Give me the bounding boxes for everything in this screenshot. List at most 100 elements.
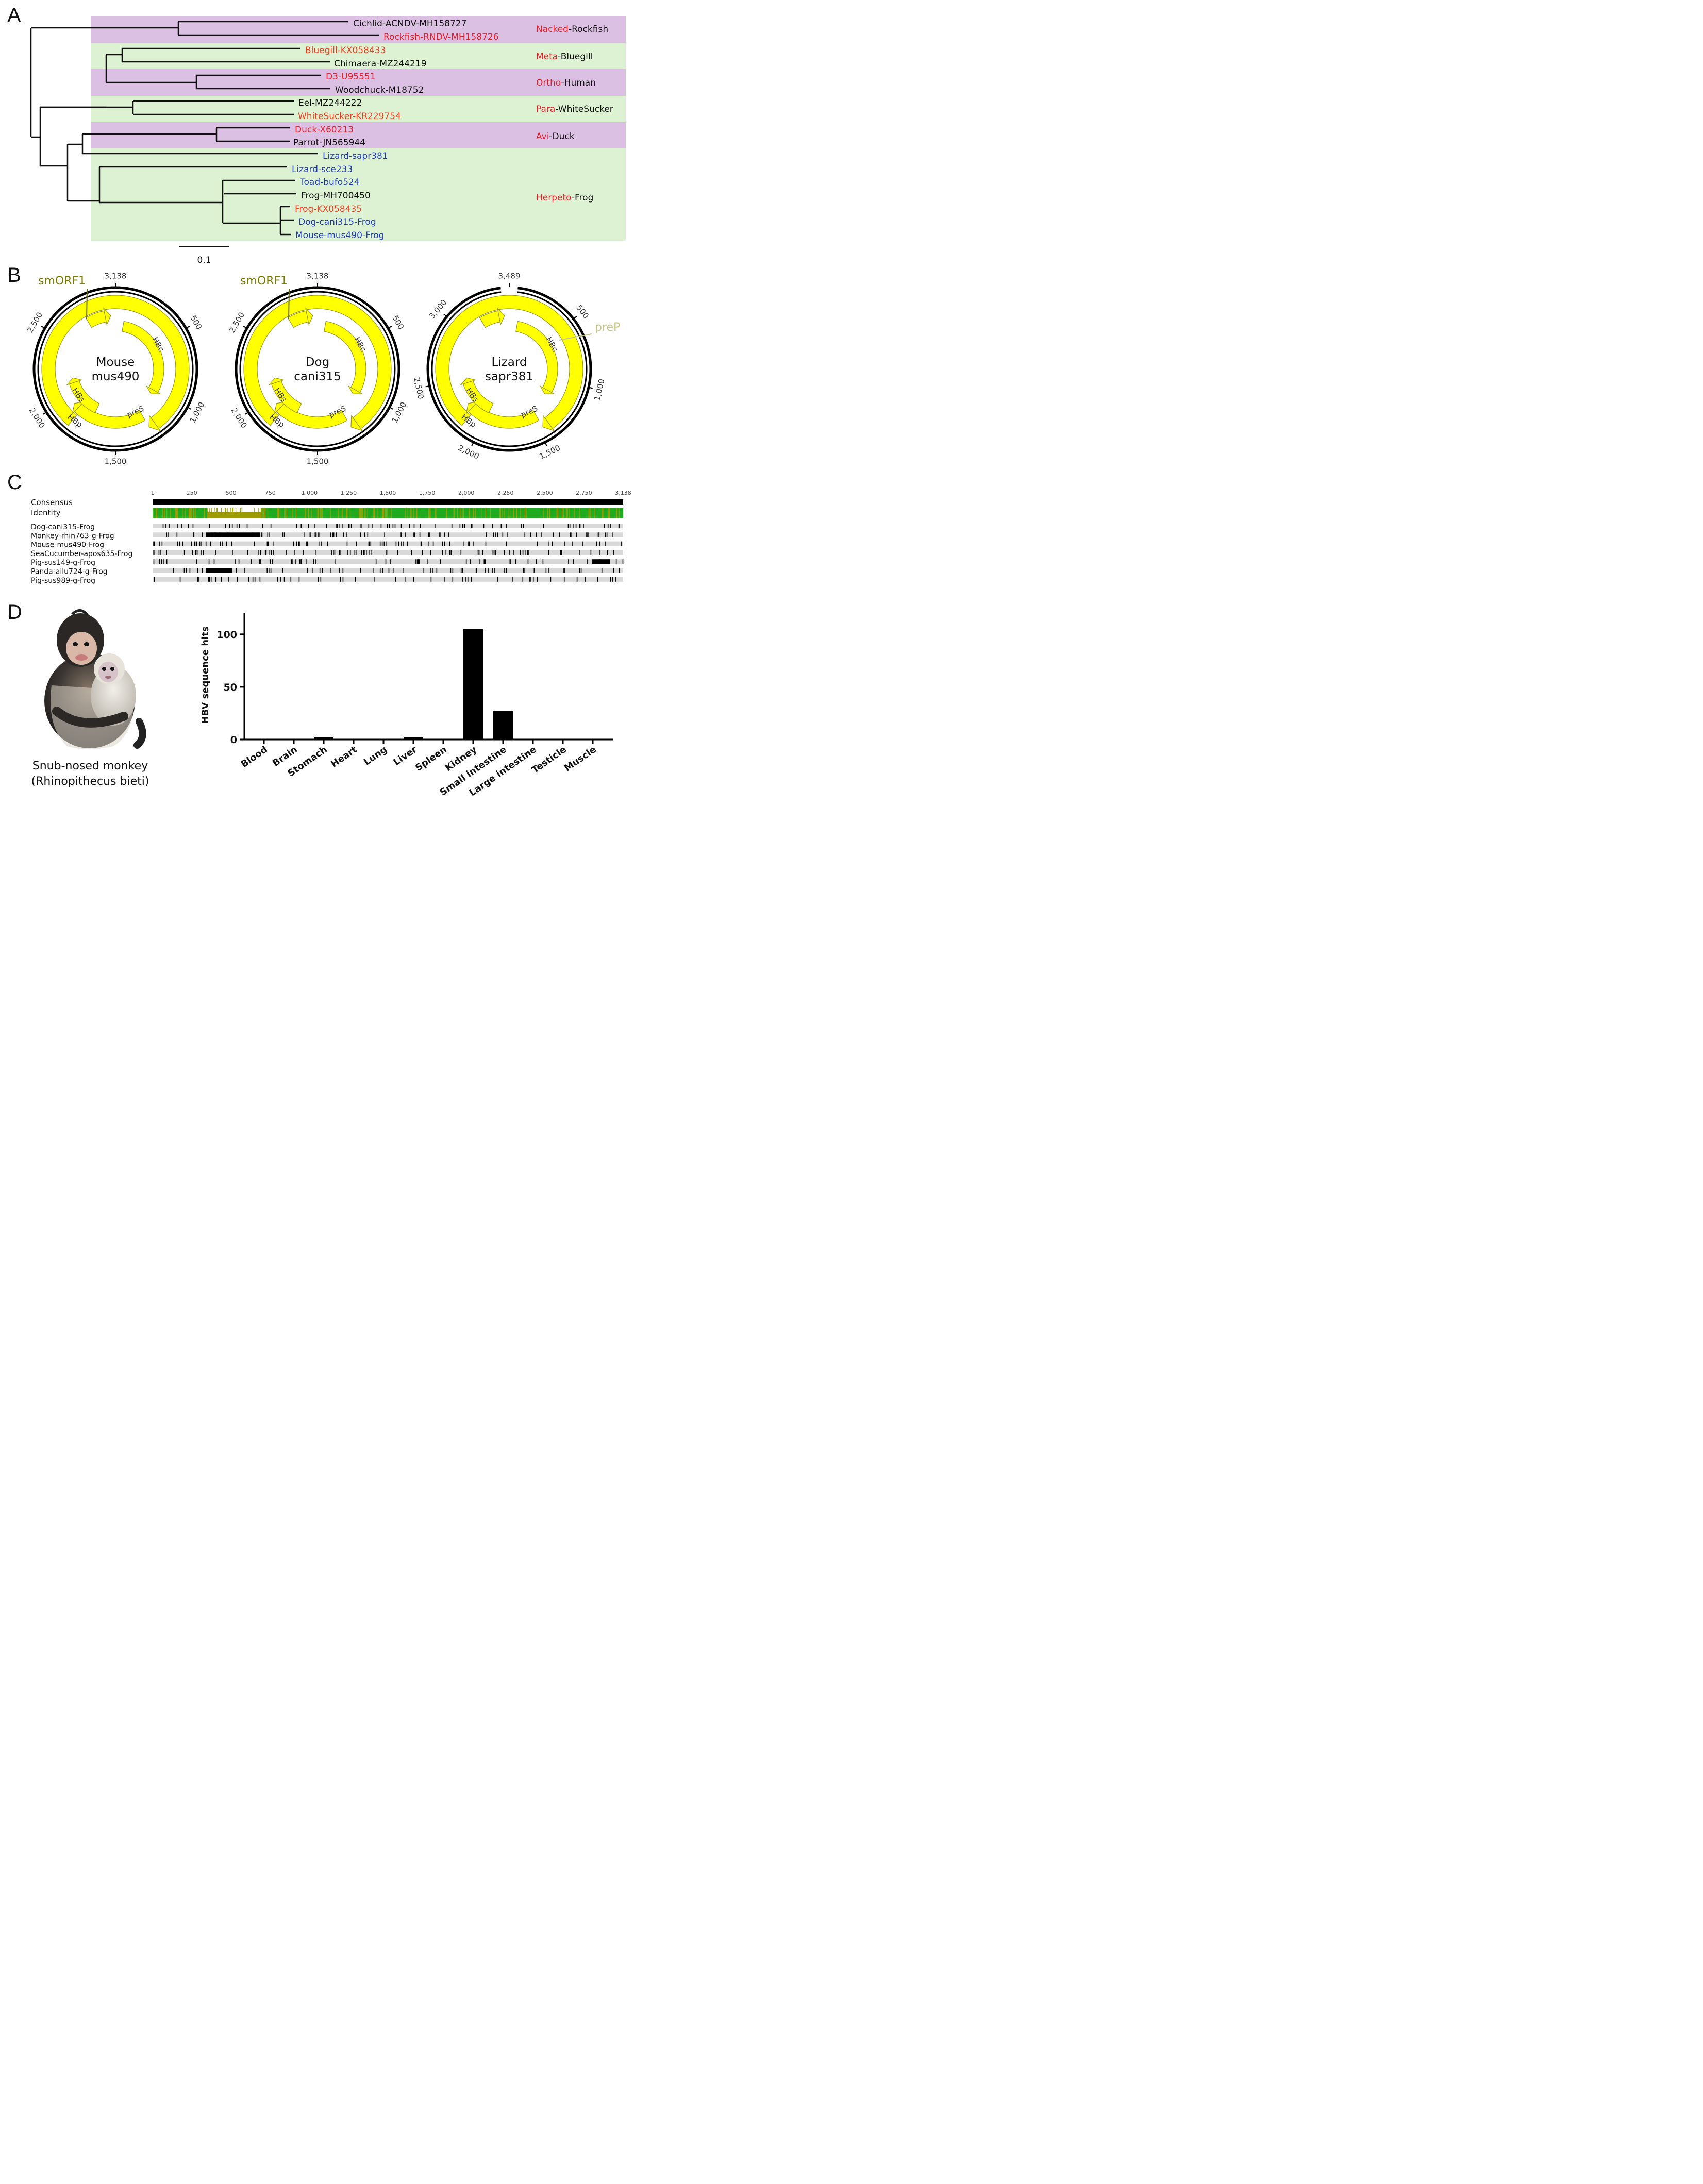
group-label: Nacked-Rockfish — [536, 24, 608, 35]
sequence-variant-mark — [500, 524, 502, 528]
sequence-variant-mark — [505, 568, 507, 573]
identity-mark — [193, 508, 194, 518]
sequence-variant-mark — [313, 559, 314, 564]
identity-mark — [500, 508, 501, 518]
plasmid-backbone-inner — [37, 291, 194, 447]
sequence-variant-mark — [229, 524, 230, 528]
sequence-variant-mark — [330, 568, 331, 573]
sequence-variant-mark — [610, 524, 611, 528]
sequence-variant-mark — [197, 568, 198, 573]
plasmid-tick — [545, 443, 547, 446]
plasmid-tick — [443, 313, 447, 316]
tree-branches — [30, 21, 379, 236]
sequence-variant-mark — [533, 568, 535, 573]
sequence-label: Monkey-rhin763-g-Frog — [31, 532, 114, 540]
identity-mark — [308, 508, 309, 518]
sequence-variant-mark — [492, 568, 493, 573]
sequence-variant-mark — [154, 577, 155, 582]
sequence-variant-mark — [258, 550, 259, 555]
sequence-variant-mark — [465, 559, 467, 564]
leaf-label: Lizard-sce233 — [292, 164, 353, 175]
sequence-variant-mark — [497, 532, 498, 537]
sequence-variant-mark — [355, 550, 357, 555]
sequence-variant-mark — [448, 532, 449, 537]
sequence-variant-mark — [464, 524, 465, 528]
sequence-variant-mark — [198, 577, 199, 582]
leaf-label: Duck-X60213 — [295, 125, 354, 135]
sequence-variant-mark — [283, 532, 285, 537]
plasmid-tick — [41, 326, 44, 328]
sequence-variant-mark — [236, 524, 238, 528]
feature-arrow-head — [72, 401, 85, 415]
scale-bar-label: 0.1 — [197, 255, 211, 265]
sequence-variant-mark — [449, 541, 450, 546]
sequence-variant-mark — [452, 577, 454, 582]
feature-arrow-head — [65, 377, 83, 385]
sequence-variant-mark — [266, 541, 268, 546]
plasmid-tick-label: 500 — [188, 314, 204, 331]
sequence-variant-mark — [196, 559, 197, 564]
leaf-label: Lizard-sapr381 — [323, 151, 388, 161]
sequence-variant-mark — [298, 541, 299, 546]
sequence-variant-mark — [319, 568, 321, 573]
sequence-variant-mark — [202, 568, 203, 573]
sequence-variant-mark — [222, 541, 223, 546]
sequence-variant-mark — [494, 568, 495, 573]
sequence-variant-mark — [504, 550, 505, 555]
sequence-variant-mark — [166, 550, 168, 555]
sequence-variant-mark — [269, 550, 271, 555]
identity-mark — [508, 508, 509, 518]
sequence-variant-mark — [587, 532, 588, 537]
sequence-variant-mark — [189, 568, 191, 573]
sequence-variant-mark — [483, 559, 485, 564]
leaf-label: Dog-cani315-Frog — [298, 217, 376, 227]
sequence-track — [153, 541, 623, 546]
alignment-axis-tick: 2,500 — [537, 490, 553, 496]
sequence-variant-mark — [286, 550, 287, 555]
sequence-variant-mark — [471, 577, 472, 582]
plasmid-tick-label: 3,489 — [498, 272, 521, 281]
consensus-label: Consensus — [31, 498, 73, 507]
plasmid-tick — [244, 412, 248, 415]
sequence-variant-mark — [343, 532, 344, 537]
alignment-axis-tick: 250 — [187, 490, 197, 496]
sequence-variant-mark — [492, 524, 493, 528]
sequence-variant-mark — [360, 568, 361, 573]
sequence-variant-mark — [181, 524, 182, 528]
sequence-variant-mark — [392, 568, 394, 573]
sequence-variant-mark — [196, 550, 198, 555]
sequence-variant-mark — [506, 568, 508, 573]
sequence-variant-mark — [522, 577, 524, 582]
sequence-variant-mark — [471, 524, 473, 528]
sequence-variant-mark — [292, 559, 293, 564]
y-tick-label: 100 — [216, 629, 237, 641]
sequence-variant-mark — [296, 541, 297, 546]
identity-mark — [263, 508, 264, 518]
sequence-variant-mark — [469, 541, 470, 546]
identity-mark — [360, 508, 361, 518]
sequence-variant-mark — [579, 524, 581, 528]
identity-mark — [362, 508, 363, 518]
sequence-variant-mark — [423, 568, 425, 573]
sequence-variant-mark — [153, 559, 155, 564]
panel-c-letter: C — [7, 471, 22, 494]
identity-track — [153, 508, 623, 518]
alignment-axis-tick: 2,250 — [497, 490, 514, 496]
sequence-variant-mark — [192, 550, 193, 555]
sequence-variant-mark — [315, 559, 316, 564]
sequence-variant-mark — [369, 550, 370, 555]
sequence-variant-mark — [195, 550, 197, 555]
identity-mark — [499, 508, 500, 518]
sequence-variant-mark — [295, 559, 296, 564]
sequence-variant-mark — [247, 550, 248, 555]
sequence-variant-mark — [507, 532, 508, 537]
sequence-variant-mark — [201, 550, 202, 555]
sequence-variant-mark — [462, 577, 463, 582]
sequence-variant-mark — [231, 524, 233, 528]
sequence-variant-mark — [379, 568, 381, 573]
sequence-variant-mark — [261, 532, 263, 537]
sequence-variant-mark — [596, 541, 597, 546]
sequence-variant-mark — [452, 568, 454, 573]
plasmid-tick-label: 1,500 — [307, 457, 329, 466]
sequence-variant-mark — [619, 524, 620, 528]
